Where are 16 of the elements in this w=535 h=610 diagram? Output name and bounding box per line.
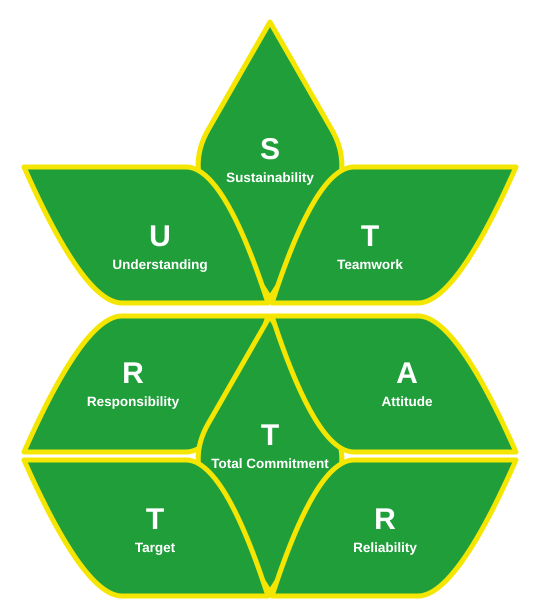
value-label: Understanding (112, 257, 208, 273)
value-label: Total Commitment (211, 456, 329, 472)
initial-letter: T (260, 420, 280, 452)
initial-letter: R (374, 504, 396, 536)
initial-letter: T (146, 504, 164, 536)
value-label: Attitude (382, 394, 432, 410)
value-label: Responsibility (86, 394, 180, 410)
initial-letter: S (260, 134, 280, 166)
value-label: Sustainability (226, 170, 314, 186)
initial-letter: T (360, 221, 380, 253)
initial-letter: A (396, 358, 418, 390)
value-label: Target (134, 540, 176, 556)
initial-letter: U (149, 221, 171, 253)
initial-letter: R (122, 358, 144, 390)
value-label: Teamwork (337, 257, 403, 273)
value-label: Reliability (353, 540, 417, 556)
